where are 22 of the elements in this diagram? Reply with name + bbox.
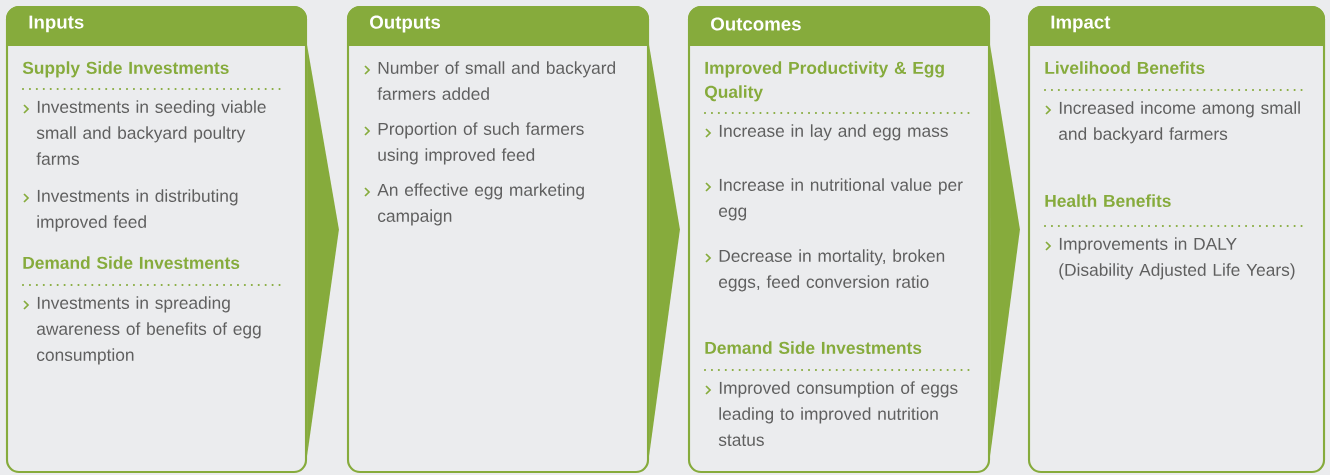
section-heading: Supply Side Investments [22,61,229,78]
section-heading: Improved Productivity & Egg Quality [705,61,944,102]
bullet-text: Investments in seeding viable small and backyard poultry farms [36,100,266,165]
panel-heading: Outputs [370,15,441,33]
bullet-text: Improved consumption of eggs leading to improved nutrition status [718,381,958,446]
bullet-text: Improvements in DALY (Disability Adjusted Life Years) [1059,237,1295,280]
section-heading: Health Benefits [1045,194,1171,207]
bullet-text: An effective egg marketing campaign [377,183,584,226]
section-heading: Demand Side Investments [705,341,922,354]
bullet-text: Increase in nutritional value per egg [719,178,963,221]
panel-heading: Outcomes [711,17,801,31]
bullet-text: Investments in spreading awareness of benefits of egg consumption [37,296,261,365]
bullet-text: Decrease in mortality, broken eggs, feed conversion ratio [719,249,945,292]
bullet-text: Proportion of such farmers using improved feed [378,122,584,165]
section-heading: Livelihood Benefits [1045,61,1205,74]
panel-heading: Inputs [29,15,84,33]
bullet-text: Increased income among small and backyard farmers [1059,101,1300,144]
bullet-text: Increase in lay and egg mass [719,124,948,141]
panel-heading: Impact [1051,15,1111,33]
bullet-text: Investments in distributing improved feed [37,189,238,232]
section-heading: Demand Side Investments [23,256,240,269]
bullet-text: Number of small and backyard farmers added [377,61,616,100]
